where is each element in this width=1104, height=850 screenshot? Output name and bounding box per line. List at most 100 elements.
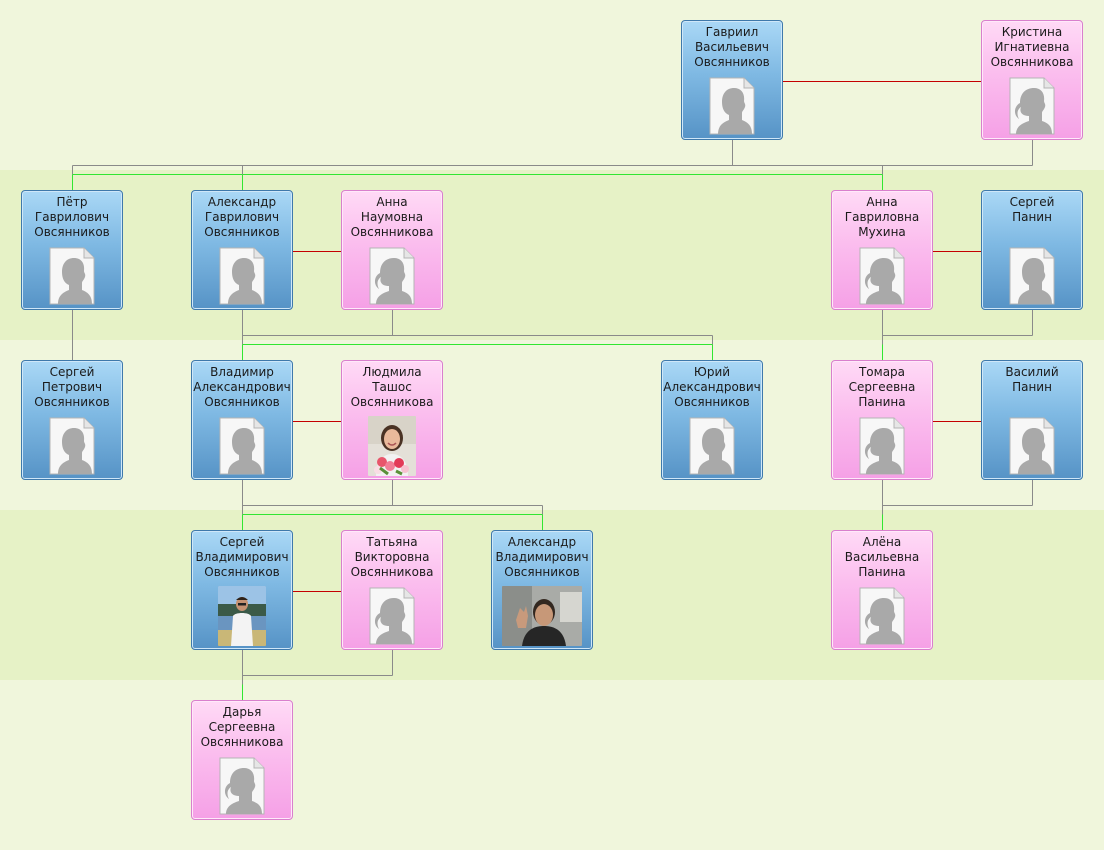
person-name-line: Овсянникова [350,225,434,239]
person-name-line: Панина [858,565,906,579]
person-name-line: Сергеевна [208,720,276,734]
generation-band-1 [0,0,1104,170]
person-name-line: Александрович [193,380,291,394]
person-name-line: Овсянникова [350,565,434,579]
person-name-line: Овсянникова [990,55,1074,69]
person-name-line: Гаврилович [34,210,110,224]
person-name-line: Сергей [219,535,265,549]
male-silhouette-icon [49,247,95,305]
person-name-line: Владимир [210,365,274,379]
male-silhouette-icon [689,417,735,475]
person-name-line: Гавриил [705,25,759,39]
male-silhouette-icon [1009,247,1055,305]
person-name-line: Петрович [41,380,103,394]
photo-woman-with-flowers [368,416,416,476]
person-name-line: Сергей [49,365,95,379]
person-name-line: Овсянников [204,225,280,239]
person-name-line: Овсянникова [200,735,284,749]
person-name-line: Пётр [56,195,88,209]
person-name-line: Сергеевна [848,380,916,394]
female-silhouette-icon [859,417,905,475]
person-name-line: Панина [858,395,906,409]
person-name-line: Дарья [222,705,262,719]
female-silhouette-icon [369,247,415,305]
male-silhouette-icon [709,77,755,135]
person-name-line: Овсянников [504,565,580,579]
photo-man-outdoor [218,586,266,646]
generation-band-5 [0,680,1104,850]
person-name-line: Овсянников [694,55,770,69]
person-name-line: Игнатиевна [994,40,1070,54]
female-silhouette-icon [1009,77,1055,135]
person-name-line: Татьяна [366,535,418,549]
person-name-line: Кристина [1001,25,1063,39]
female-silhouette-icon [859,587,905,645]
person-name-line: Овсянников [34,395,110,409]
person-name-line: Панин [1012,380,1052,394]
person-name-line: Ташос [372,380,412,394]
person-name-line: Александрович [663,380,761,394]
person-name-line: Сергей [1009,195,1055,209]
female-silhouette-icon [369,587,415,645]
person-name-line: Владимирович [195,550,289,564]
person-name-line: Панин [1012,210,1052,224]
person-name-line: Васильевич [694,40,770,54]
person-name-line: Васильевна [844,550,920,564]
person-name-line: Владимирович [495,550,589,564]
person-name-line: Александр [207,195,277,209]
male-silhouette-icon [49,417,95,475]
male-silhouette-icon [219,417,265,475]
person-name-line: Людмила [362,365,422,379]
person-name-line: Мухина [858,225,906,239]
male-silhouette-icon [219,247,265,305]
person-name-line: Анна [866,195,898,209]
person-name-line: Гавриловна [844,210,920,224]
person-name-line: Овсянников [674,395,750,409]
person-name-line: Наумовна [360,210,424,224]
person-name-line: Томара [858,365,906,379]
person-name-line: Алёна [862,535,902,549]
person-name-line: Юрий [693,365,731,379]
photo-man-indoor [502,586,582,646]
female-silhouette-icon [219,757,265,815]
person-name-line: Анна [376,195,408,209]
person-name-line: Гаврилович [204,210,280,224]
person-name-line: Овсянников [204,565,280,579]
